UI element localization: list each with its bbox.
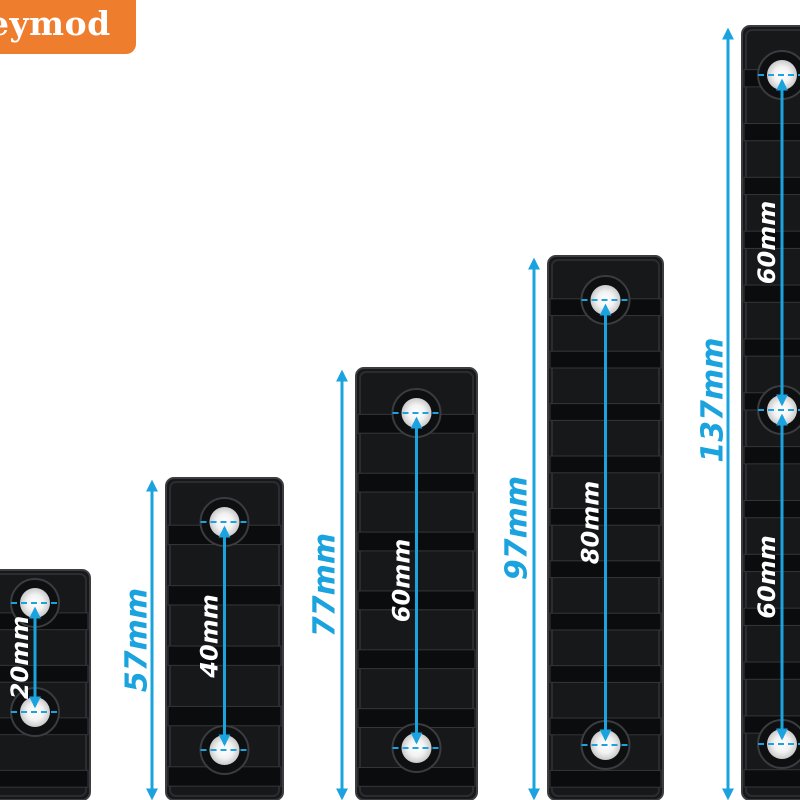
length-label: 77mm — [308, 533, 343, 637]
rail-slot — [743, 122, 800, 142]
rail-bevel — [359, 371, 474, 797]
length-label: 137mm — [696, 337, 731, 462]
rail-5 — [741, 25, 800, 800]
rail-bevel — [551, 259, 660, 797]
spacing-label: 60mm — [753, 535, 781, 618]
rail-slot — [743, 284, 800, 303]
spacing-label: 60mm — [388, 539, 416, 622]
rail-bevel — [0, 573, 87, 797]
rail-slot — [743, 176, 800, 196]
rail-slot — [743, 769, 800, 788]
rail-slot — [743, 499, 800, 519]
rail-slot — [743, 446, 800, 465]
brand-text: eymod — [0, 4, 111, 43]
spacing-label: 60mm — [753, 201, 781, 284]
dimensions-layer: 20mm 40mm 57mm 60mm 77mm 80mm 97mm 60mm 60mm 137m… — [6, 27, 800, 800]
brand-logo: eymod — [0, 0, 136, 54]
rail-slot — [743, 661, 800, 680]
spacing-label: 80mm — [577, 481, 605, 564]
rail-bevel — [169, 481, 280, 797]
rail-slot — [743, 338, 800, 357]
rail-slot — [549, 769, 662, 788]
rail-slot — [0, 769, 89, 788]
rail-bevel — [745, 29, 800, 797]
spacing-label: 20mm — [6, 616, 34, 699]
length-label: 97mm — [500, 476, 535, 580]
spacing-label: 40mm — [196, 594, 224, 678]
length-label: 57mm — [120, 588, 155, 692]
